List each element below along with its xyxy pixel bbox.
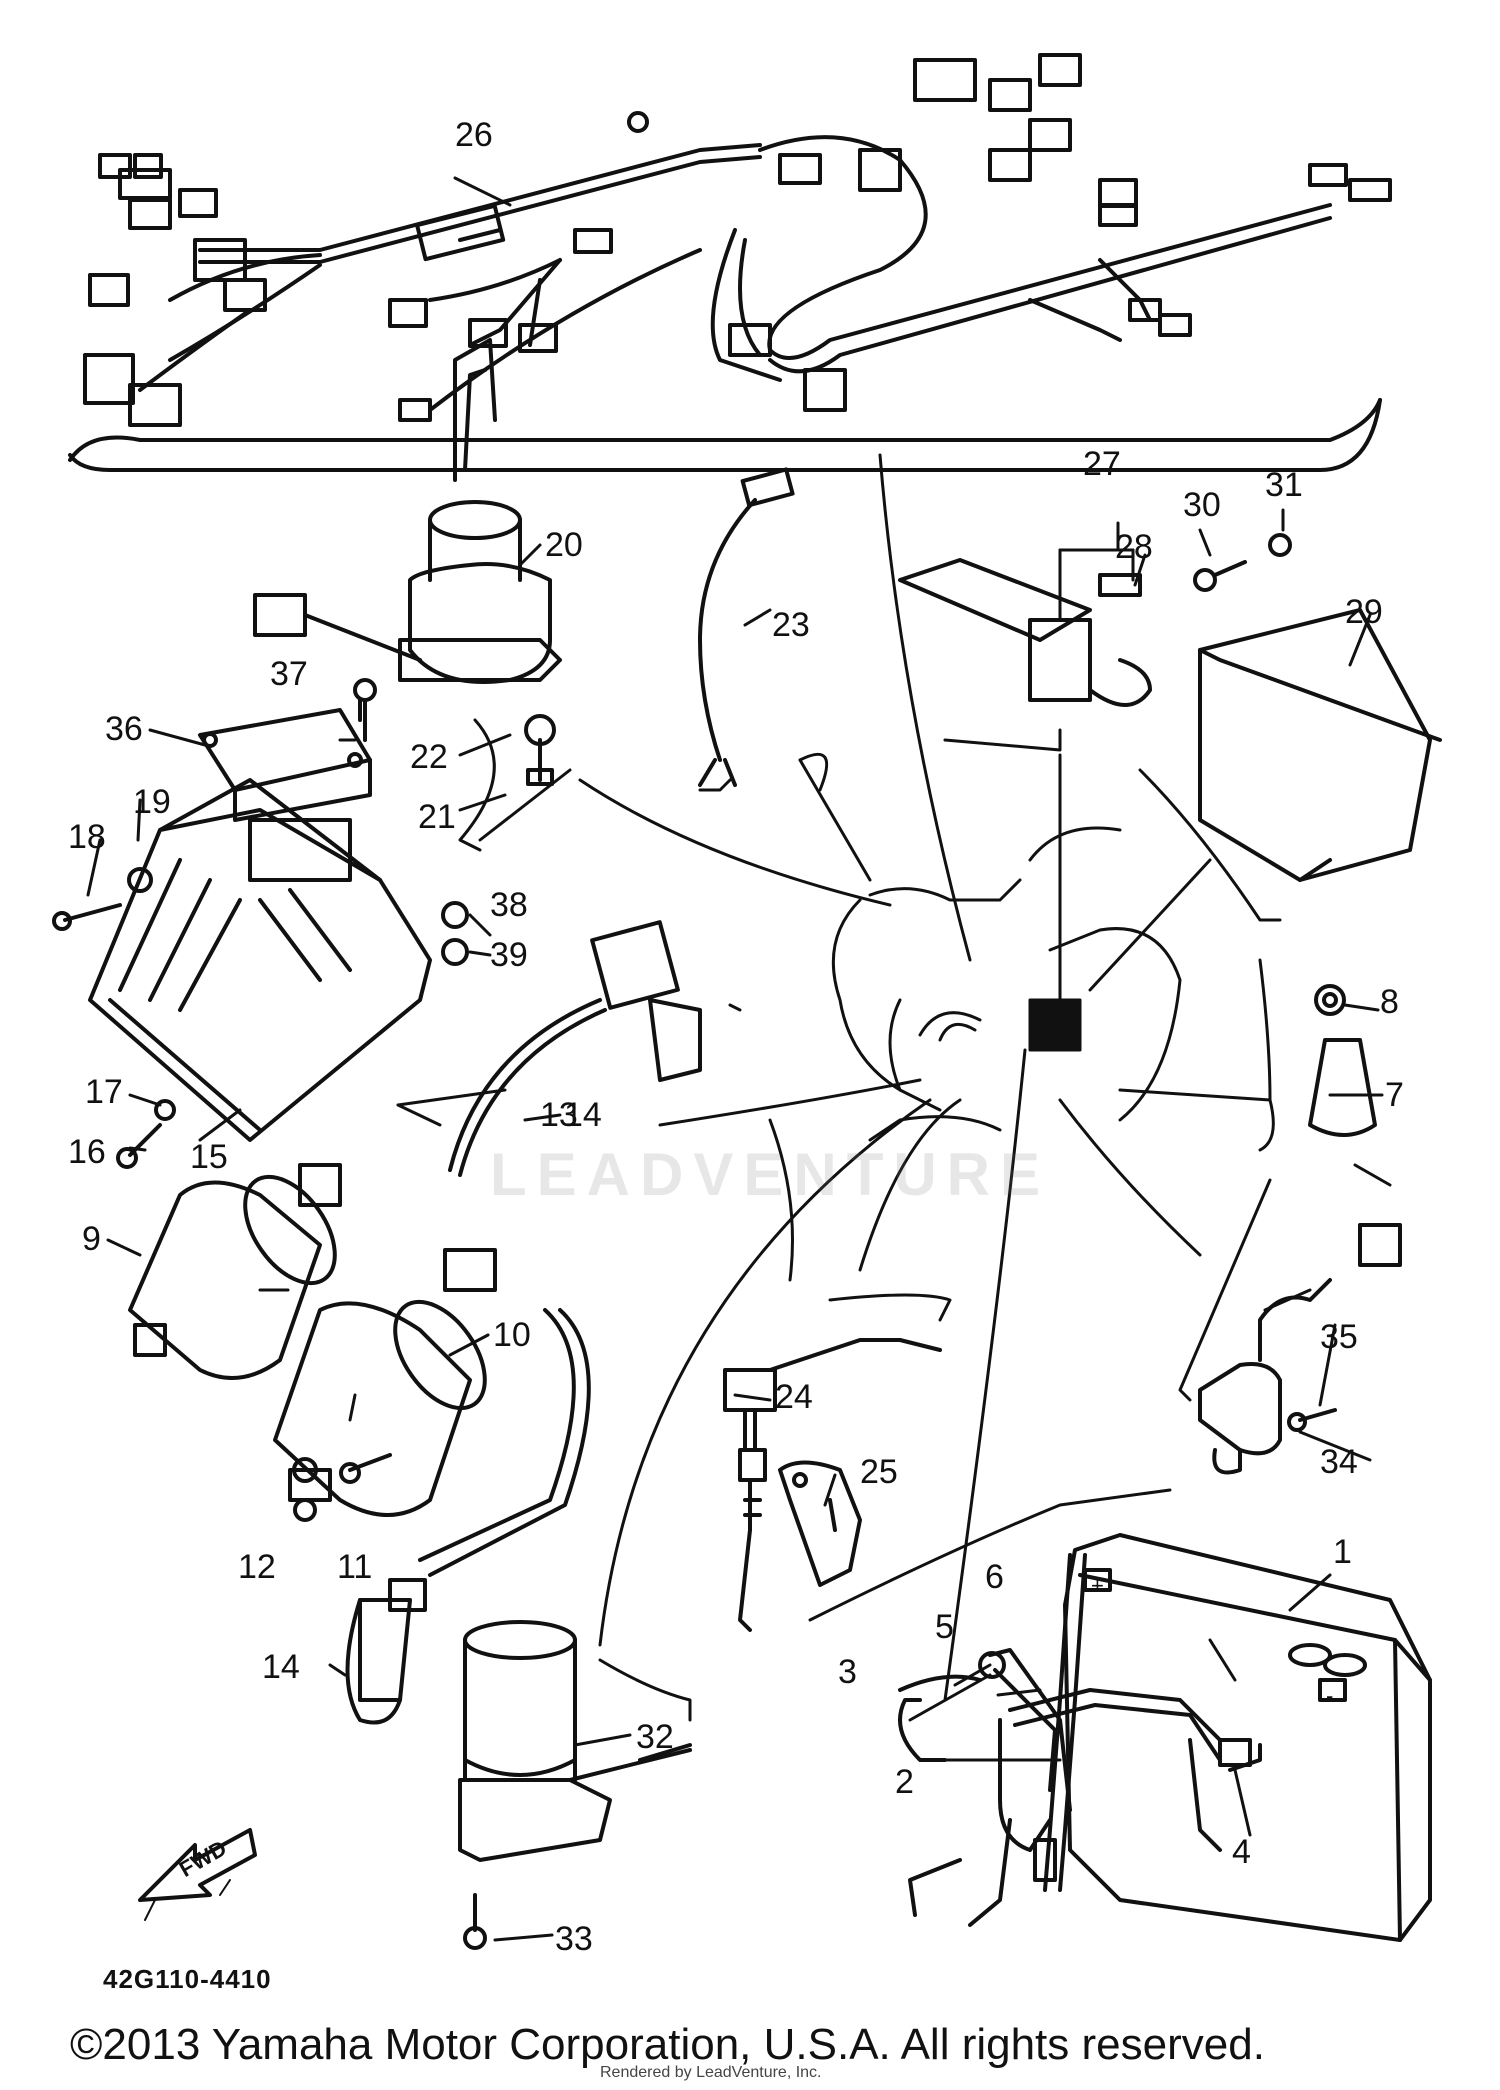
callout-14-lower[interactable]: 14 [262,1648,300,1686]
rendered-by-notice: Rendered by LeadVenture, Inc. [600,2064,822,2081]
callout-18[interactable]: 18 [68,818,106,856]
main-switch [253,338,562,684]
callout-16[interactable]: 16 [68,1133,106,1171]
callout-21[interactable]: 21 [418,798,456,836]
fwd-arrow [138,1828,257,1921]
callout-9[interactable]: 9 [82,1220,101,1258]
callout-7[interactable]: 7 [1385,1076,1404,1114]
callout-36[interactable]: 36 [105,710,143,748]
starter-motor [458,1620,692,1862]
callout-30[interactable]: 30 [1183,486,1221,524]
callout-37[interactable]: 37 [270,655,308,693]
callout-24[interactable]: 24 [775,1378,813,1416]
callout-29[interactable]: 29 [1345,593,1383,631]
copyright-notice: ©2013 Yamaha Motor Corporation, U.S.A. A… [70,2020,1265,2069]
callout-1[interactable]: 1 [1333,1533,1352,1571]
callout-5[interactable]: 5 [935,1608,954,1646]
callout-12[interactable]: 12 [238,1548,276,1586]
cover [88,778,432,1142]
callout-31[interactable]: 31 [1265,466,1303,504]
callout-33[interactable]: 33 [555,1920,593,1958]
callout-22[interactable]: 22 [410,738,448,776]
callout-25[interactable]: 25 [860,1453,898,1491]
ecu-box [1198,608,1442,882]
callout-39[interactable]: 39 [490,936,528,974]
callout-14-upper[interactable]: 14 [564,1096,602,1134]
callout-6[interactable]: 6 [985,1558,1004,1596]
frame-outline [768,826,1182,1282]
callout-32[interactable]: 32 [636,1718,674,1756]
callout-27[interactable]: 27 [1083,445,1121,483]
spark-plug-cap-upper [448,920,702,1177]
wire-harness [68,53,1392,472]
bracket-25 [778,1460,862,1587]
battery-negative-mark: - [1326,1683,1334,1708]
battery-cables [898,1553,1262,1927]
callout-35[interactable]: 35 [1320,1318,1358,1356]
callout-13[interactable]: 13 [540,1096,578,1134]
watermark: LEADVENTURE [490,1141,1051,1208]
sensor-23 [698,467,795,787]
callout-38[interactable]: 38 [490,886,528,924]
callout-4[interactable]: 4 [1232,1833,1251,1871]
battery-positive-mark: + [1091,1573,1104,1598]
battery [1063,1533,1432,1942]
callout-15[interactable]: 15 [190,1138,228,1176]
callout-leaders [86,176,1392,1942]
pointer-lines [458,453,1282,1722]
relay-34 [1198,1223,1402,1475]
fasteners [52,533,1377,1950]
fuse-holder [898,558,1152,707]
callout-17[interactable]: 17 [85,1073,123,1111]
ignition-coil-2 [273,1248,497,1517]
callout-19[interactable]: 19 [133,783,171,821]
callout-2[interactable]: 2 [895,1763,914,1801]
diagram-code: 42G110-4410 [103,1964,272,1994]
callout-23[interactable]: 23 [772,606,810,644]
callout-26[interactable]: 26 [455,116,493,154]
callout-11[interactable]: 11 [337,1548,373,1586]
callout-28[interactable]: 28 [1115,528,1153,566]
thermo-switch [723,1338,942,1632]
callout-8[interactable]: 8 [1380,983,1399,1021]
callout-10[interactable]: 10 [493,1316,531,1354]
callout-34[interactable]: 34 [1320,1443,1358,1481]
spark-plug-cap-lower [345,1308,591,1725]
callout-3[interactable]: 3 [838,1653,857,1691]
ignition-coil-1 [128,1163,342,1380]
callout-20[interactable]: 20 [545,526,583,564]
